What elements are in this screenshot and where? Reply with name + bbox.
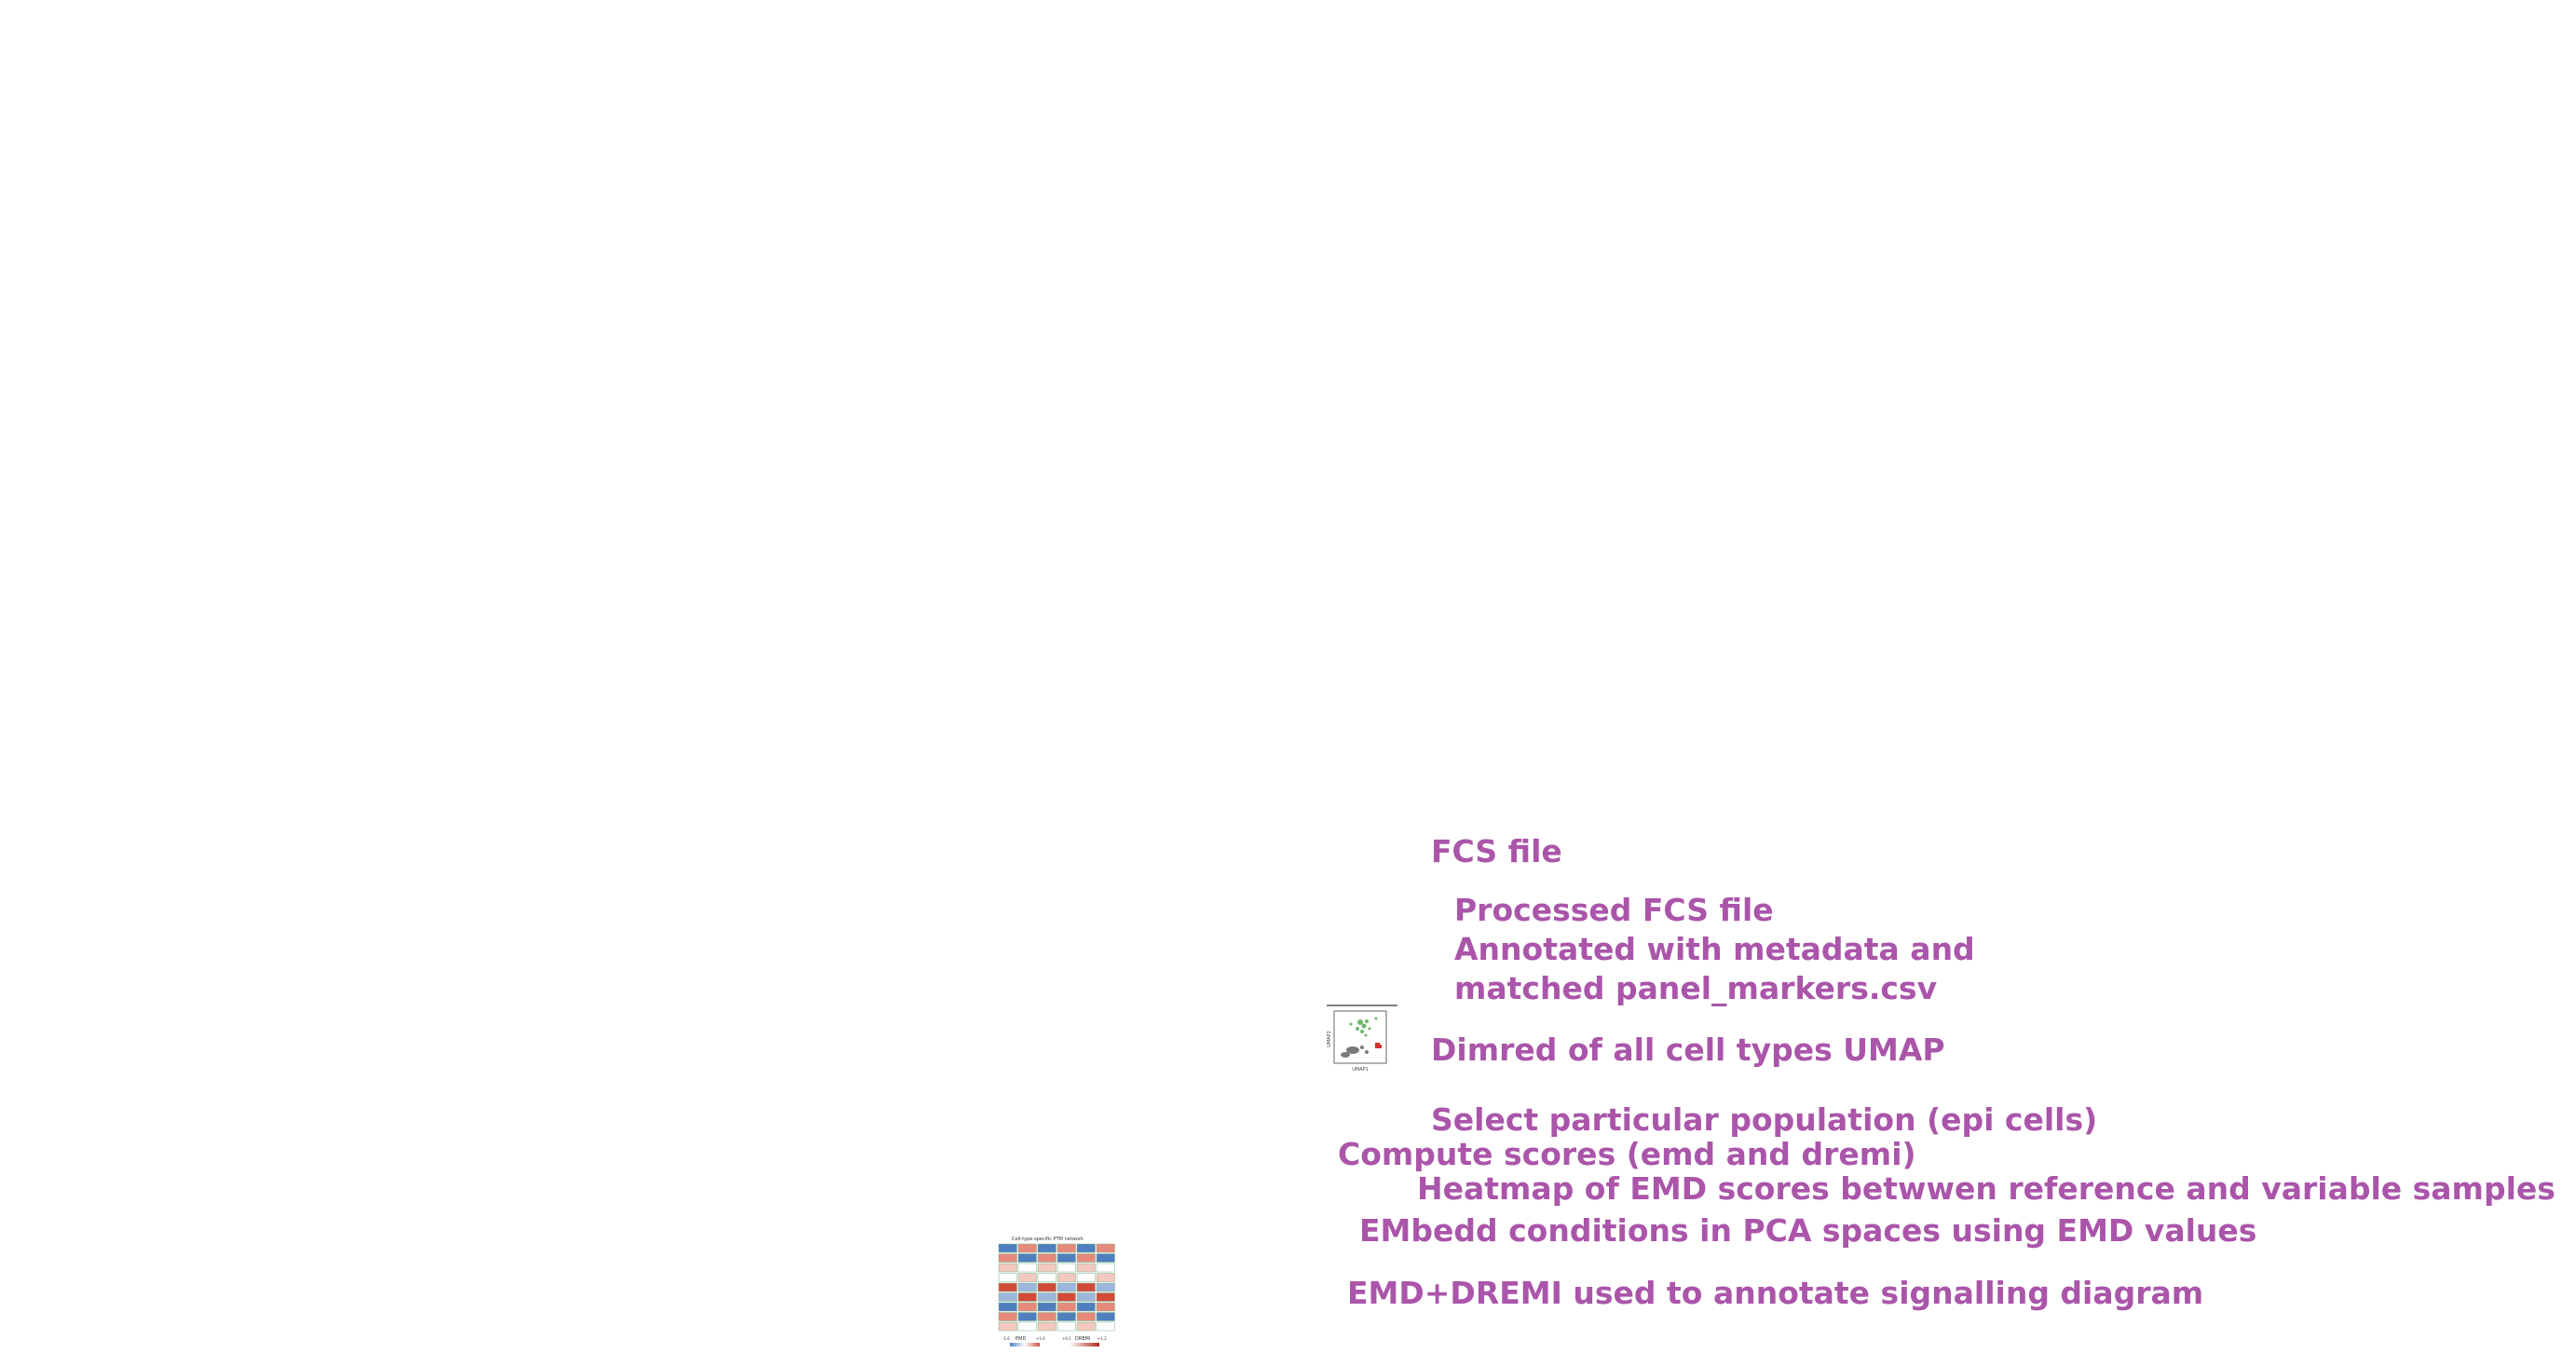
ptm-network-cell — [1037, 1263, 1056, 1273]
umap-scatter-icon: UMAP1 UMAP2 — [1327, 1005, 1397, 1073]
dremi-colorbar — [1070, 1343, 1099, 1346]
step-select-population: Select particular population (epi cells) — [1431, 1101, 2098, 1138]
step-heatmap: Heatmap of EMD scores betwwen reference … — [1417, 1170, 2556, 1207]
ptm-network-cell — [1096, 1312, 1115, 1321]
ptm-network-cell — [1056, 1243, 1076, 1253]
ptm-network-cell — [1037, 1273, 1056, 1282]
ptm-network-cell — [1037, 1321, 1056, 1332]
step-annotate-signalling: EMD+DREMI used to annotate signalling di… — [1347, 1275, 2204, 1311]
ptm-network-cell — [1096, 1292, 1115, 1302]
ptm-network-cell — [1017, 1282, 1037, 1292]
ptm-network-cell — [998, 1263, 1017, 1273]
ptm-network-cell — [1017, 1321, 1037, 1332]
ptm-network-cell — [1056, 1273, 1076, 1282]
emd-legend-label: EMD — [1015, 1336, 1026, 1342]
ptm-network-cell — [1096, 1282, 1115, 1292]
ptm-network-cell — [1017, 1273, 1037, 1282]
ptm-network-cell — [1056, 1312, 1076, 1321]
umap-cluster-gray — [1341, 1046, 1369, 1058]
step-dimred-umap: Dimred of all cell types UMAP — [1431, 1032, 1945, 1068]
step-processed-line-1: Processed FCS file — [1454, 892, 1774, 928]
ptm-network-cell — [1076, 1263, 1096, 1273]
umap-y-axis-label: UMAP2 — [1327, 1031, 1332, 1047]
ptm-network-grid — [998, 1243, 1115, 1332]
ptm-network-cell — [1037, 1312, 1056, 1321]
ptm-network-cell — [1076, 1282, 1096, 1292]
ptm-network-cell — [1056, 1321, 1076, 1332]
dremi-legend-label: DREMI — [1075, 1336, 1090, 1342]
ptm-network-cell — [1056, 1292, 1076, 1302]
umap-thumbnail: UMAP1 UMAP2 — [1325, 1004, 1399, 1073]
ptm-network-cell — [1076, 1253, 1096, 1263]
ptm-network-cell — [1076, 1292, 1096, 1302]
ptm-network-cell — [1017, 1302, 1037, 1312]
step-processed-line-3: matched panel_markers.csv — [1454, 970, 1938, 1006]
ptm-network-thumbnail: Cell-type-specific PTM network EMD -1.6 … — [993, 1235, 1124, 1365]
ptm-network-cell — [998, 1282, 1017, 1292]
ptm-network-cell — [1076, 1302, 1096, 1312]
ptm-network-cell — [1096, 1273, 1115, 1282]
ptm-network-icon: Cell-type-specific PTM network EMD -1.6 … — [998, 1237, 1115, 1346]
ptm-network-cell — [998, 1273, 1017, 1282]
step-fcs-file: FCS file — [1431, 833, 1562, 869]
umap-cluster-green — [1349, 1017, 1378, 1037]
ptm-network-cell — [1037, 1292, 1056, 1302]
emd-legend-min: -1.6 — [1002, 1336, 1010, 1341]
ptm-network-cell — [1096, 1253, 1115, 1263]
ptm-network-cell — [1056, 1263, 1076, 1273]
emd-colorbar — [1010, 1343, 1040, 1346]
ptm-network-cell — [1076, 1243, 1096, 1253]
ptm-network-cell — [1017, 1253, 1037, 1263]
ptm-network-cell — [1096, 1263, 1115, 1273]
ptm-network-cell — [1017, 1292, 1037, 1302]
ptm-network-cell — [1017, 1243, 1037, 1253]
step-compute-scores: Compute scores (emd and dremi) — [1338, 1136, 1916, 1172]
ptm-network-cell — [1037, 1253, 1056, 1263]
ptm-network-title: Cell-type-specific PTM network — [1012, 1237, 1084, 1242]
ptm-network-cell — [998, 1302, 1017, 1312]
ptm-network-cell — [1056, 1253, 1076, 1263]
ptm-network-cell — [1017, 1312, 1037, 1321]
umap-cluster-red — [1375, 1043, 1382, 1048]
ptm-network-cell — [998, 1312, 1017, 1321]
ptm-network-cell — [998, 1253, 1017, 1263]
ptm-network-cell — [1056, 1302, 1076, 1312]
ptm-network-cell — [1096, 1302, 1115, 1312]
dremi-legend-min: +0.1 — [1062, 1336, 1071, 1341]
ptm-network-cell — [998, 1321, 1017, 1332]
ptm-network-cell — [998, 1243, 1017, 1253]
ptm-network-cell — [1096, 1243, 1115, 1253]
ptm-network-cell — [1037, 1282, 1056, 1292]
step-processed-fcs-file: Processed FCS file Annotated with metada… — [1454, 891, 1975, 1008]
ptm-network-cell — [1096, 1321, 1115, 1332]
emd-legend-max: +1.6 — [1036, 1336, 1045, 1341]
ptm-network-cell — [1076, 1321, 1096, 1332]
step-embed-pca: EMbedd conditions in PCA spaces using EM… — [1359, 1212, 2257, 1249]
ptm-network-cell — [1037, 1302, 1056, 1312]
ptm-network-cell — [1037, 1243, 1056, 1253]
ptm-network-cell — [1056, 1282, 1076, 1292]
umap-x-axis-label: UMAP1 — [1352, 1067, 1369, 1073]
ptm-network-cell — [1076, 1273, 1096, 1282]
ptm-network-cell — [998, 1292, 1017, 1302]
step-processed-line-2: Annotated with metadata and — [1454, 931, 1975, 967]
ptm-network-cell — [1076, 1312, 1096, 1321]
ptm-network-cell — [1017, 1263, 1037, 1273]
dremi-legend-max: +1.2 — [1097, 1336, 1107, 1341]
